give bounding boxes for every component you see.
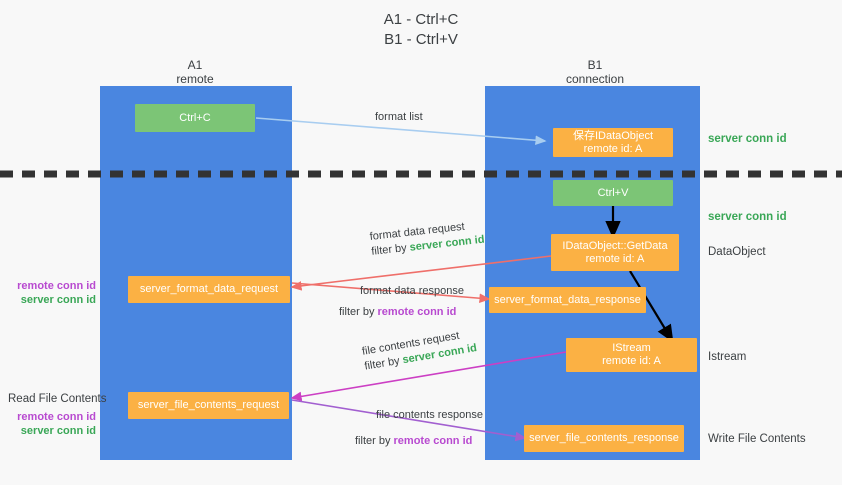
left-label-remote-conn-id-2: remote conn id	[17, 411, 96, 423]
title-line-2: B1 - Ctrl+V	[384, 31, 458, 48]
column-header-b1: B1 connection	[505, 58, 685, 86]
filter-value-remote-conn-id: remote conn id	[377, 306, 457, 318]
left-label-server-conn-id-1: server conn id	[20, 294, 96, 306]
right-label-istream: Istream	[708, 351, 747, 363]
box-save-idataobject-line2: remote id: A	[583, 142, 643, 155]
arrow-label-format-data-request: format data request filter by server con…	[369, 218, 485, 260]
column-a1-name: A1	[187, 58, 203, 72]
box-ctrl-v-label: Ctrl+V	[597, 186, 629, 199]
filter-value-remote-conn-id-2: remote conn id	[393, 435, 473, 447]
column-b1-name: B1	[587, 58, 603, 72]
box-ctrl-v[interactable]: Ctrl+V	[553, 180, 673, 206]
left-label-read-file-contents: Read File Contents	[8, 393, 107, 405]
box-save-idataobject[interactable]: 保存IDataObject remote id: A	[553, 128, 673, 157]
column-b1-sub: connection	[565, 72, 625, 86]
box-ctrl-c-label: Ctrl+C	[179, 111, 211, 124]
arrow-label-file-contents-request: file contents request filter by server c…	[361, 326, 478, 374]
box-server-format-data-request[interactable]: server_format_data_request	[128, 276, 290, 303]
left-label-remote-conn-id-1: remote conn id	[17, 280, 96, 292]
diagram-title: A1 - Ctrl+C B1 - Ctrl+V	[0, 10, 842, 50]
column-a1-sub: remote	[176, 72, 214, 86]
arrow-label-file-contents-response-line2: filter by remote conn id	[355, 434, 472, 449]
box-getdata-line2: remote id: A	[585, 252, 645, 265]
arrow-label-file-contents-response-line1: file contents response	[376, 409, 484, 421]
box-server-format-data-response-label: server_format_data_response	[494, 293, 641, 306]
left-label-server-conn-id-2: server conn id	[20, 425, 96, 437]
box-istream[interactable]: IStream remote id: A	[566, 338, 697, 372]
box-ctrl-c[interactable]: Ctrl+C	[135, 104, 255, 132]
box-server-file-contents-response[interactable]: server_file_contents_response	[524, 425, 684, 452]
box-idataobject-getdata[interactable]: IDataObject::GetData remote id: A	[551, 234, 679, 271]
box-server-file-contents-request[interactable]: server_file_contents_request	[128, 392, 289, 419]
filter-prefix-2: filter by	[339, 306, 378, 318]
box-server-file-contents-request-label: server_file_contents_request	[137, 399, 280, 411]
filter-prefix-4: filter by	[355, 435, 394, 447]
title-line-1: A1 - Ctrl+C	[383, 11, 459, 28]
arrow-label-format-data-response-line2: filter by remote conn id	[339, 305, 456, 320]
box-getdata-line1: IDataObject::GetData	[562, 239, 668, 252]
box-istream-line2: remote id: A	[602, 355, 661, 367]
right-label-dataobject: DataObject	[708, 246, 766, 258]
filter-prefix: filter by	[370, 241, 411, 258]
left-conn-pair-2: remote conn id server conn id	[0, 410, 96, 438]
left-conn-pair-1: remote conn id server conn id	[0, 279, 96, 307]
box-server-format-data-request-label: server_format_data_request	[139, 283, 279, 295]
box-server-format-data-response[interactable]: server_format_data_response	[489, 287, 646, 313]
column-header-a1: A1 remote	[105, 58, 285, 86]
right-label-write-file-contents: Write File Contents	[708, 433, 806, 445]
arrow-label-format-list: format list	[375, 111, 423, 123]
right-label-server-conn-id-2: server conn id	[708, 211, 787, 223]
arrow-label-format-data-response-line1: format data response	[360, 285, 464, 297]
right-label-server-conn-id-1: server conn id	[708, 133, 787, 145]
box-server-file-contents-response-label: server_file_contents_response	[529, 432, 679, 444]
box-istream-line1: IStream	[612, 342, 651, 354]
box-save-idataobject-line1: 保存IDataObject	[572, 129, 654, 142]
